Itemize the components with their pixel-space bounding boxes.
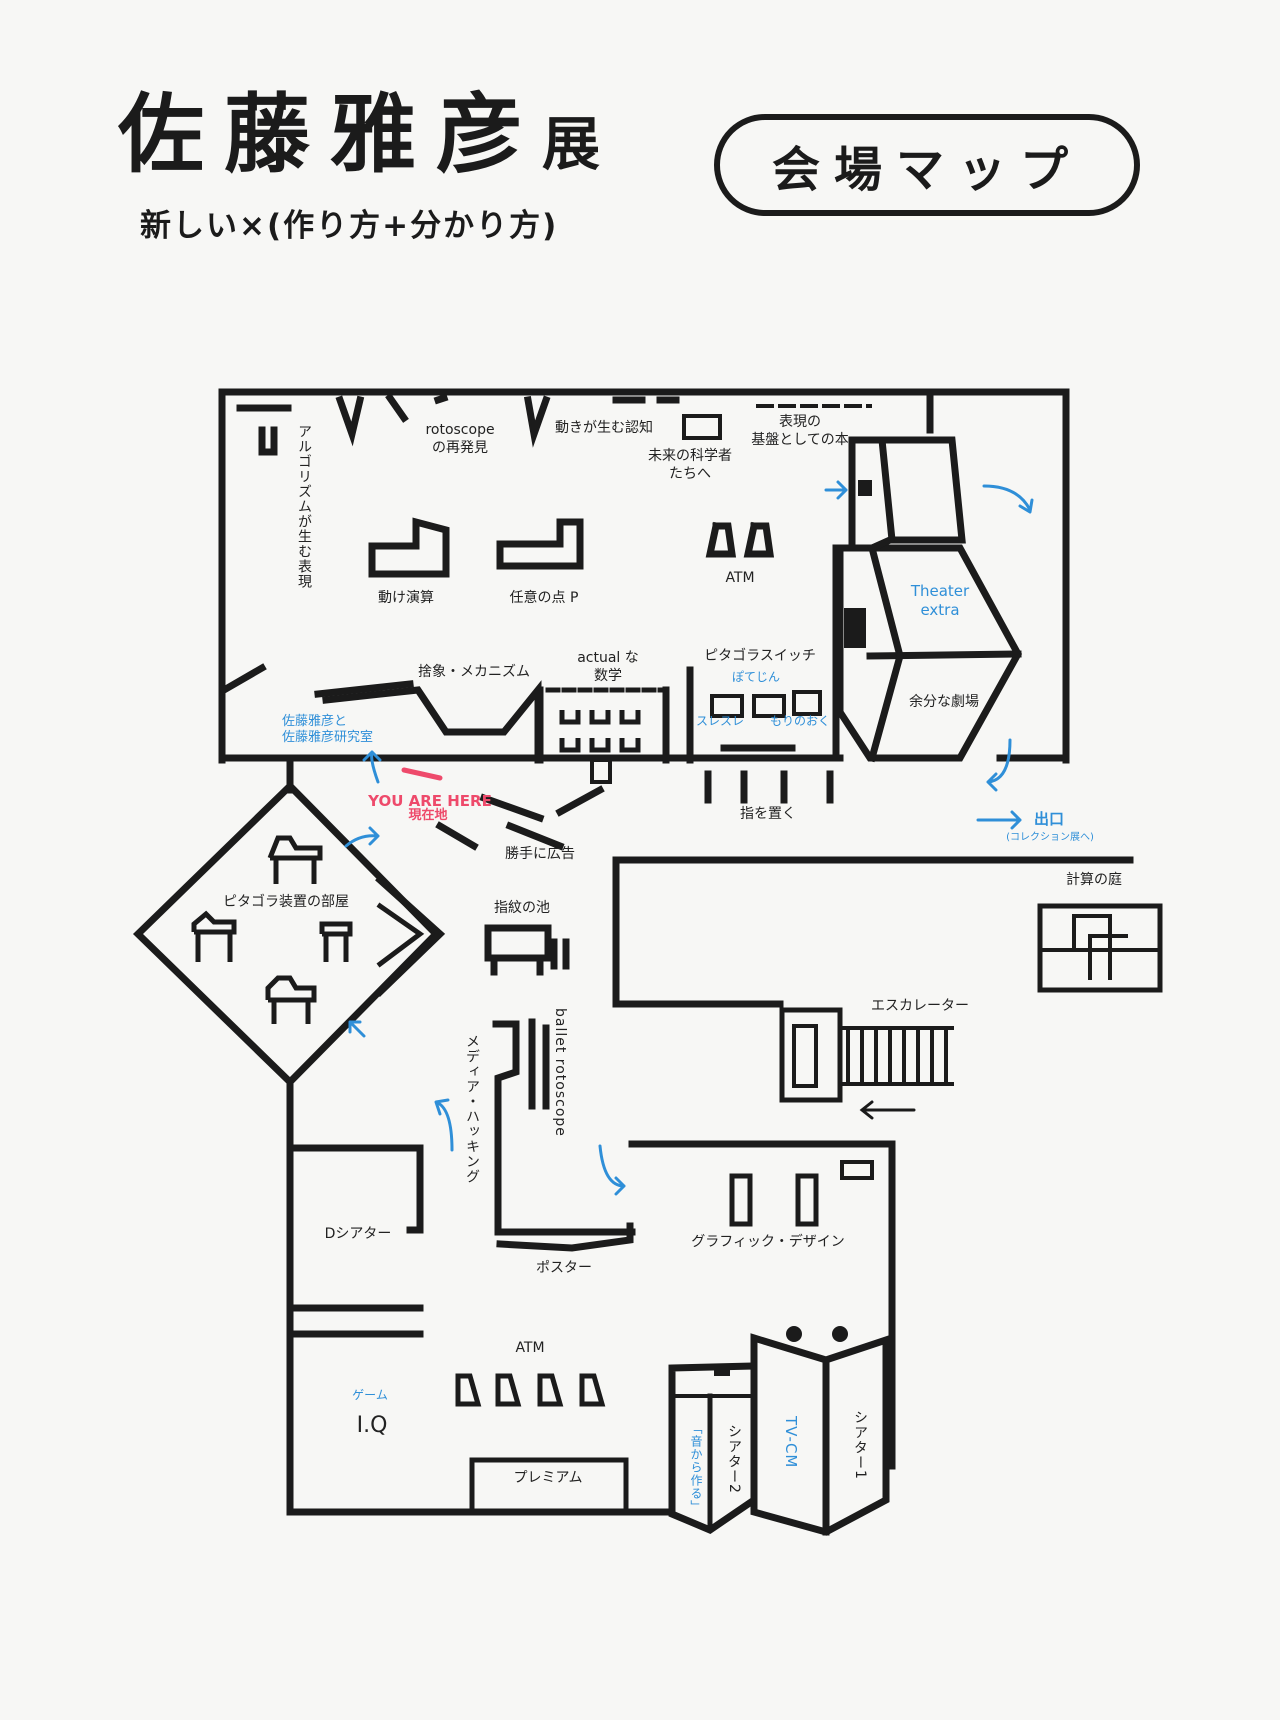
label-ugoke: 動け演算 <box>378 590 434 606</box>
label-you-are-here: YOU ARE HERE <box>368 792 492 810</box>
label-kagakusha: 未来の科学者たちへ <box>648 448 732 482</box>
you-are-here-marker <box>401 767 443 781</box>
label-exit-sub: (コレクション展へ) <box>1006 832 1094 843</box>
label-atm-top: ATM <box>725 570 755 586</box>
label-ballet-rotoscope: ballet rotoscope <box>552 1008 568 1137</box>
label-theater1: シアター1 <box>852 1410 868 1480</box>
label-algorithm: アルゴリズムが生む表現 <box>296 424 312 589</box>
label-atm-bottom: ATM <box>515 1340 545 1356</box>
title-suffix: 展 <box>542 110 601 178</box>
label-potejin: ぽてじん <box>731 670 781 684</box>
label-escalator: エスカレーター <box>871 998 969 1014</box>
label-pitagora-switch: ピタゴラスイッチ <box>704 648 816 664</box>
pitagora-room-wall <box>132 781 441 1087</box>
label-kiban: 表現の基盤としての本 <box>751 414 849 448</box>
label-keisan: 計算の庭 <box>1066 872 1122 888</box>
label-media-hacking: メディア・ハッキング <box>464 1034 480 1184</box>
label-oto: 「音から作る」 <box>689 1422 703 1513</box>
label-exit: 出口 <box>1034 810 1065 828</box>
label-katte: 勝手に広告 <box>505 846 575 862</box>
label-yobun: 余分な劇場 <box>909 694 979 710</box>
label-iq: I.Q <box>356 1413 388 1438</box>
label-poster: ポスター <box>536 1260 592 1276</box>
label-shimon: 指紋の池 <box>494 900 550 916</box>
label-game: ゲーム <box>352 1388 388 1402</box>
label-genzaichi: 現在地 <box>408 808 448 823</box>
label-actual: actual な数学 <box>577 650 639 684</box>
venue-map-badge: 会場マップ <box>714 114 1140 216</box>
label-theater2: シアター2 <box>726 1424 742 1494</box>
title-main: 佐藤雅彦 <box>118 85 542 185</box>
upper-hall-wall <box>218 388 1070 764</box>
label-suresure: スレスレ <box>695 714 745 728</box>
label-morinooku: もりのおく <box>769 714 831 728</box>
label-tvcm: TV-CM <box>782 1416 800 1469</box>
label-d-theater: Dシアター <box>324 1226 392 1242</box>
label-premium: プレミアム <box>513 1470 583 1486</box>
exhibition-title: 佐藤雅彦展 <box>118 92 600 178</box>
exhibition-subtitle: 新しい×(作り方+分かり方) <box>140 208 559 244</box>
label-graphic: グラフィック・デザイン <box>691 1234 845 1250</box>
label-pitagora-room: ピタゴラ装置の部屋 <box>223 894 349 910</box>
label-yubi: 指を置く <box>740 806 796 822</box>
label-nini: 任意の点 P <box>509 590 579 606</box>
label-ugoki: 動きが生む認知 <box>555 420 653 436</box>
badge-label: 会場マップ <box>771 142 1082 198</box>
label-chusho: 捨象・メカニズム <box>418 664 530 680</box>
label-kenkyushitsu: 佐藤雅彦と佐藤雅彦研究室 <box>282 714 374 746</box>
